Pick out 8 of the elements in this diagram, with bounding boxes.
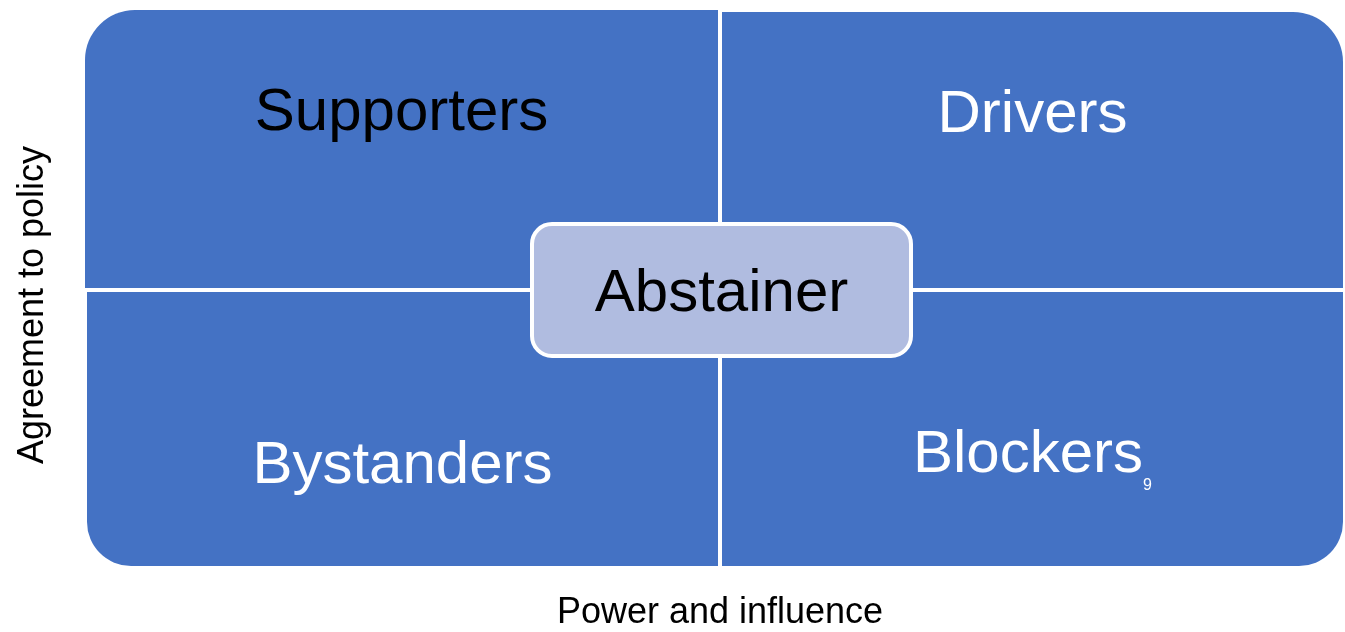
center-box bbox=[530, 222, 913, 358]
quadrant-label: Supporters bbox=[254, 78, 549, 141]
quadrant-label: Abstainer bbox=[594, 258, 849, 322]
quadrant-label: Blockers$_{9}$ bbox=[913, 420, 1152, 494]
quadrant-label: Bystanders bbox=[252, 431, 553, 494]
quadrant-label: Drivers bbox=[937, 80, 1128, 143]
axis-label: Agreement to policy bbox=[10, 145, 52, 465]
axis-label: Power and influence bbox=[556, 590, 884, 632]
